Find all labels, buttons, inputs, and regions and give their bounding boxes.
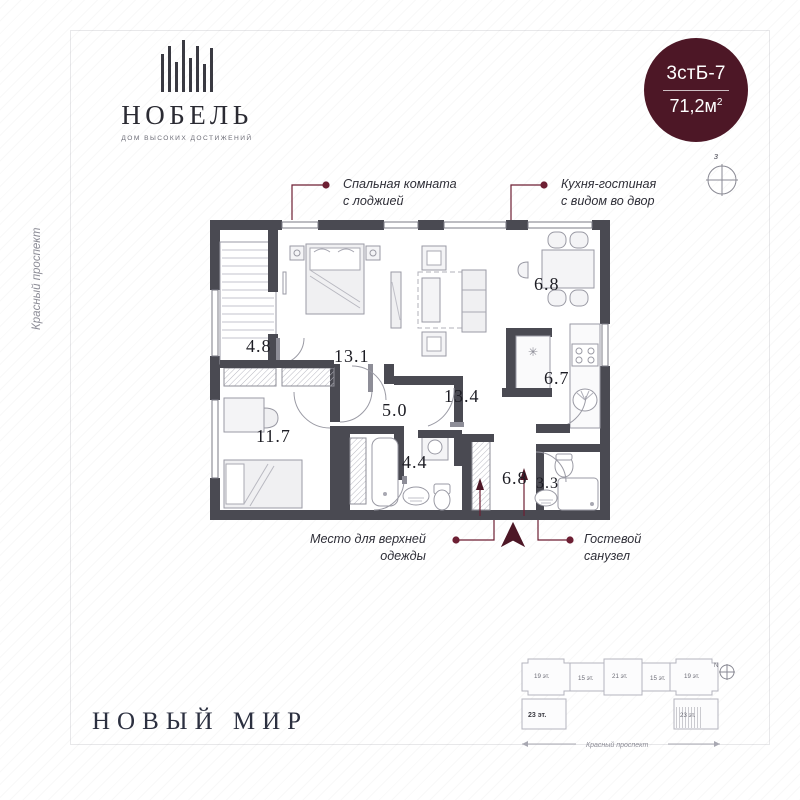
- room-area-guest-wc: 3.3: [536, 475, 559, 492]
- apartment-badge: 3стБ-7 71,2м2: [644, 38, 748, 142]
- room-area-study: 11.7: [256, 426, 291, 446]
- annotation-outerwear-place: Место для верхней одежды: [310, 531, 426, 564]
- siteplan-tower-23-right: 23 эт.: [680, 712, 696, 719]
- room-area-bedroom: 13.1: [334, 346, 370, 366]
- annotation-guest-bathroom: Гостевой санузел: [584, 531, 641, 564]
- siteplan-tower-19b: 19 эт.: [684, 673, 700, 680]
- project-title: НОВЫЙ МИР: [92, 708, 309, 735]
- room-area-hall: 6.8: [502, 468, 528, 488]
- room-area-dining: 6.8: [534, 274, 560, 294]
- siteplan-compass-label: N: [714, 663, 718, 669]
- room-area-bathroom: 4.4: [402, 452, 428, 472]
- compass-label: з: [714, 151, 719, 161]
- annotation-line-2: с видом во двор: [561, 193, 655, 208]
- annotation-line-2: с лоджией: [343, 193, 404, 208]
- siteplan-tower-19a: 19 эт.: [534, 673, 550, 680]
- apartment-code: 3стБ-7: [666, 63, 726, 84]
- svg-text:✳: ✳: [528, 345, 538, 359]
- annotation-line-1: Гостевой: [584, 532, 642, 546]
- room-area-corridor: 5.0: [382, 400, 408, 420]
- apartment-area: 71,2м2: [670, 91, 723, 117]
- room-area-kitchen: 6.7: [544, 368, 570, 388]
- apartment-floor-plan: ✳: [206, 216, 614, 524]
- siteplan-tower-15a: 15 эт.: [578, 675, 594, 682]
- logo-mark-icon: [92, 40, 282, 92]
- annotation-kitchen-living: Кухня-гостиная с видом во двор: [561, 176, 656, 209]
- annotation-line-2: одежды: [380, 548, 426, 563]
- annotation-line-1: Кухня-гостиная: [561, 177, 657, 191]
- site-plan-key: 19 эт. 15 эт. 21 эт. 15 эт. 19 эт. 23 эт…: [508, 645, 738, 755]
- annotation-line-2: санузел: [584, 548, 630, 563]
- annotation-bedroom-loggia: Спальная комната с лоджией: [343, 176, 457, 209]
- siteplan-tower-15b: 15 эт.: [650, 675, 666, 682]
- compass-rose: з: [702, 151, 742, 198]
- brand-logo: НОБЕЛЬ дом высоких достижений: [92, 40, 282, 142]
- area-unit-superscript: 2: [716, 97, 723, 108]
- room-area-loggia: 4.8: [246, 336, 272, 356]
- annotation-line-1: Место для верхней: [310, 532, 426, 546]
- siteplan-tower-21: 21 эт.: [612, 673, 628, 680]
- siteplan-tower-23-left: 23 эт.: [528, 712, 546, 719]
- siteplan-street-label: Красный проспект: [586, 741, 649, 749]
- annotation-line-1: Спальная комната: [343, 177, 457, 191]
- apartment-area-value: 71,2м: [669, 96, 717, 116]
- brand-name: НОБЕЛЬ: [121, 100, 253, 130]
- brand-tagline: дом высоких достижений: [121, 135, 253, 142]
- badge-divider: [663, 90, 729, 91]
- room-area-living: 13.4: [444, 386, 480, 406]
- street-label-krasny-prospekt: Красный проспект: [31, 227, 43, 330]
